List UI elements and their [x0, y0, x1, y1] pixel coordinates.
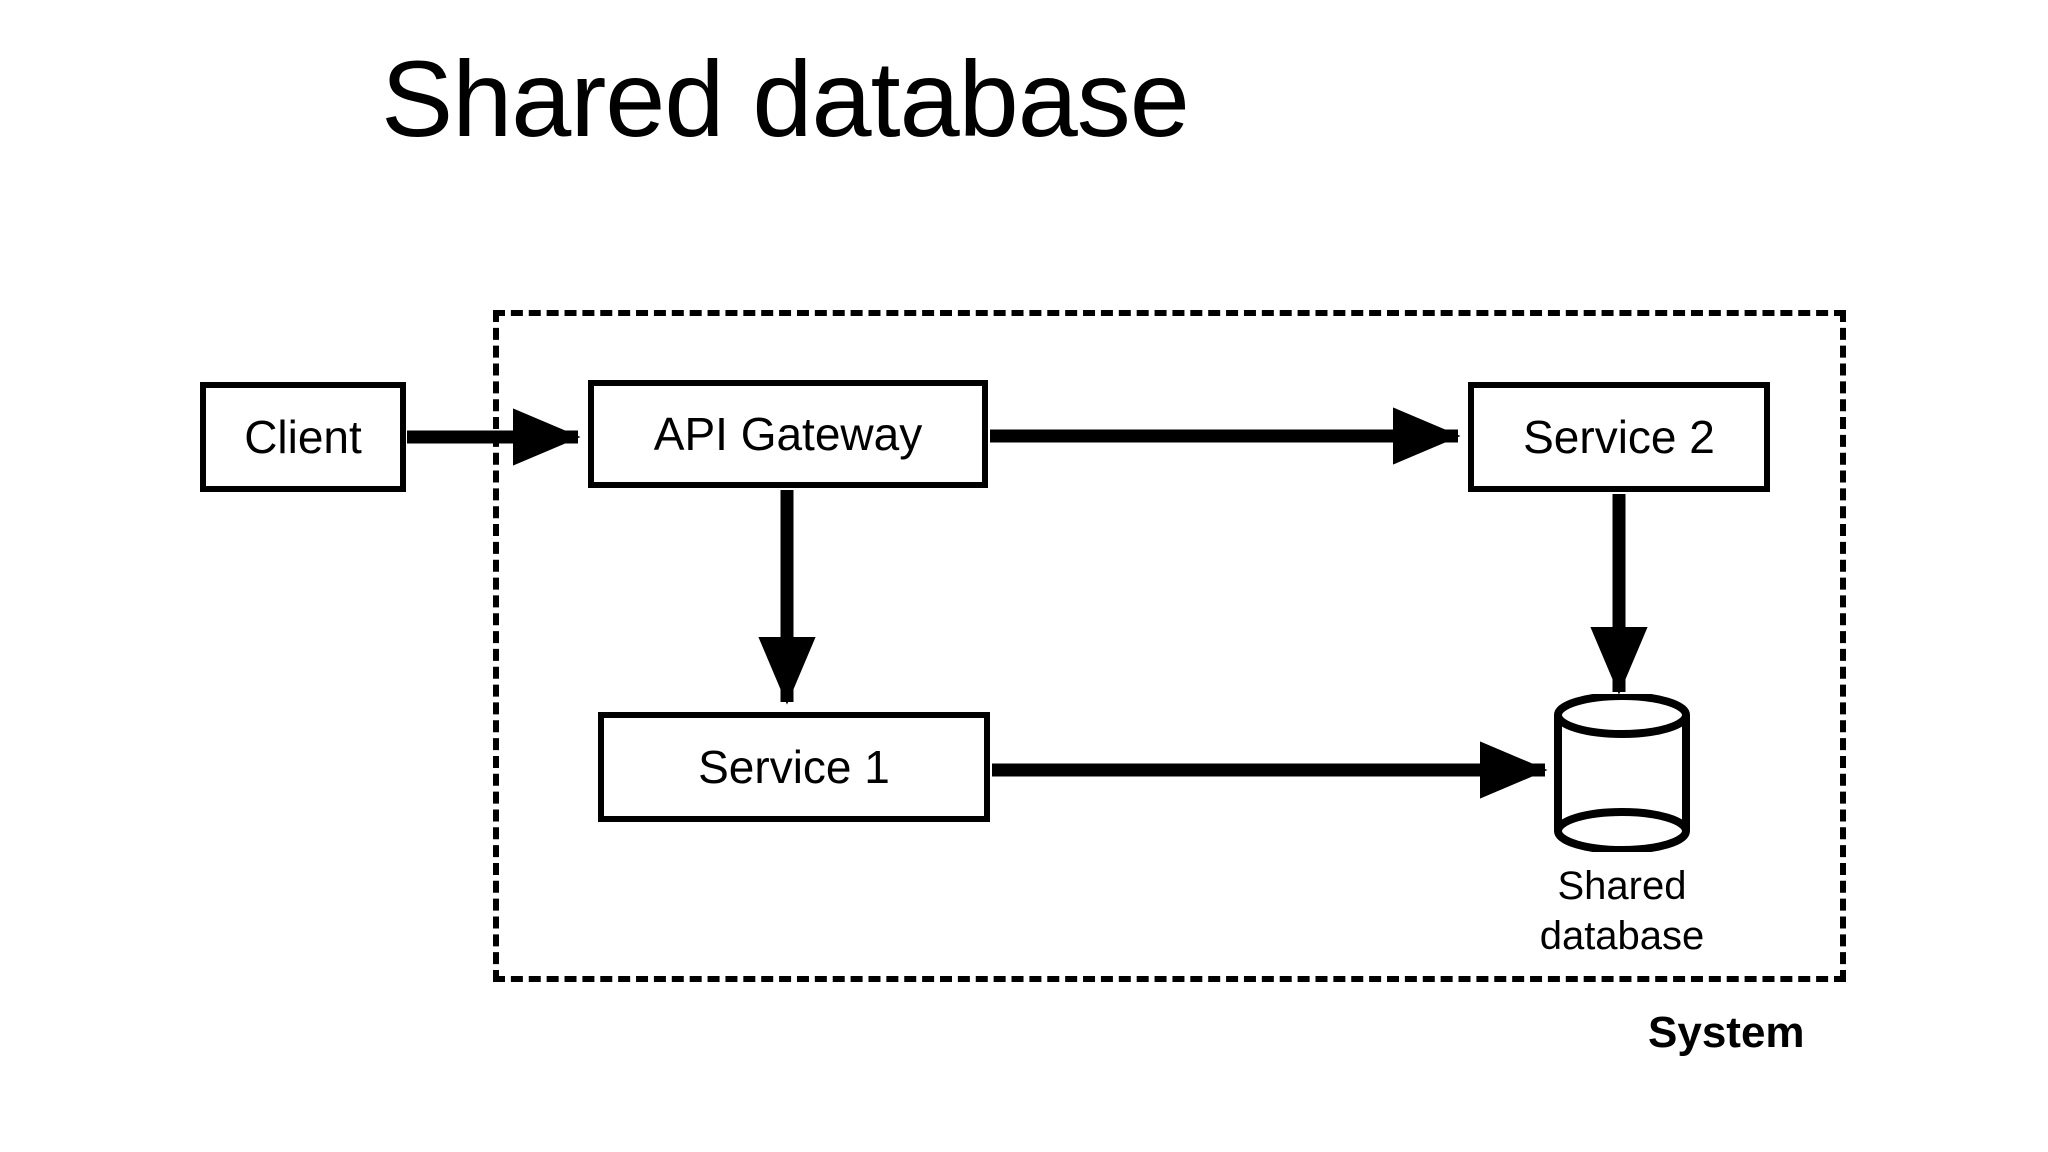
page-title: Shared database: [381, 38, 1190, 159]
node-client[interactable]: Client: [200, 382, 406, 492]
node-api-gateway-label: API Gateway: [653, 408, 923, 460]
system-boundary-label: System: [1648, 1008, 1805, 1057]
node-client-label: Client: [244, 411, 362, 463]
db-label-line-2: database: [1539, 913, 1705, 958]
node-service-2-label: Service 2: [1523, 411, 1715, 463]
node-service-1[interactable]: Service 1: [598, 712, 990, 822]
node-service-1-label: Service 1: [698, 741, 890, 793]
node-shared-database[interactable]: [1551, 694, 1693, 852]
node-api-gateway[interactable]: API Gateway: [588, 380, 988, 488]
database-cylinder-icon: [1554, 694, 1690, 852]
db-label-line-1: Shared: [1557, 864, 1687, 908]
node-service-2[interactable]: Service 2: [1468, 382, 1770, 492]
node-shared-database-label: Shared database: [1500, 862, 1744, 961]
system-boundary: [493, 310, 1846, 982]
